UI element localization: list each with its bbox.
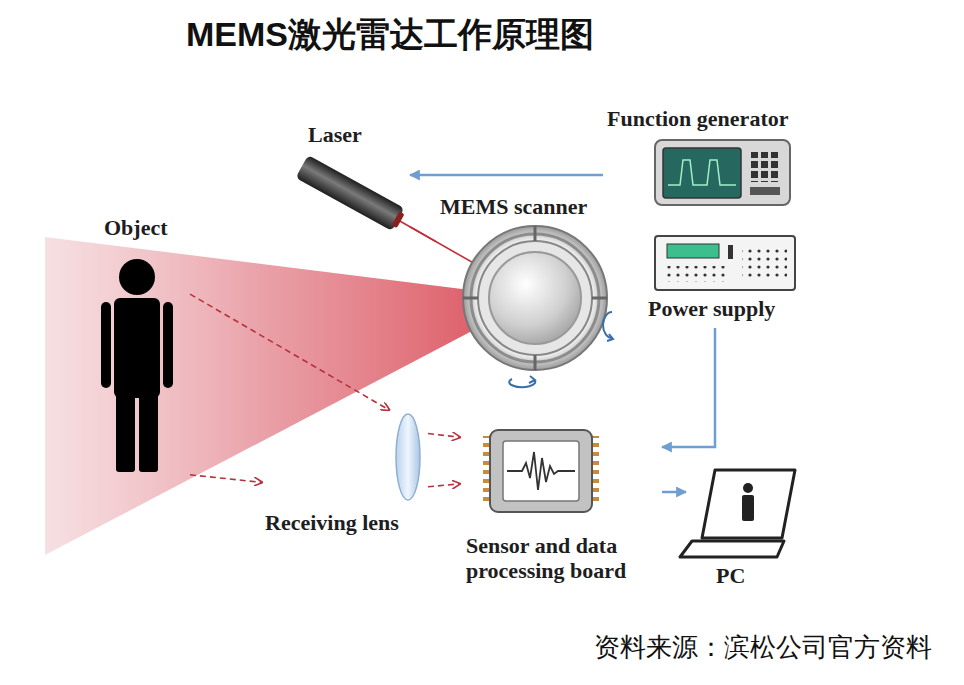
receiving-lens bbox=[396, 414, 420, 500]
mems-mirror bbox=[529, 376, 535, 383]
person-figure bbox=[116, 394, 135, 472]
laser-module bbox=[296, 155, 407, 233]
component-label: Function generator bbox=[607, 106, 788, 131]
receiving-lens bbox=[396, 414, 420, 500]
mems-mirror bbox=[534, 355, 537, 370]
mems-mirror bbox=[463, 226, 607, 370]
sensor-board bbox=[490, 430, 592, 512]
laptop-icon bbox=[742, 495, 754, 521]
mems-mirror bbox=[607, 334, 613, 341]
person-figure bbox=[101, 302, 111, 388]
receiving-lens-node: Receiving lens bbox=[262, 410, 428, 542]
power-supply-device bbox=[655, 236, 795, 290]
laser-module bbox=[296, 155, 407, 233]
mems-mirror bbox=[478, 241, 592, 355]
diagram-title: MEMS激光雷达工作原理图 bbox=[186, 12, 594, 58]
laptop-icon bbox=[743, 483, 753, 493]
reflected-light-arrow bbox=[428, 484, 460, 487]
mems-mirror bbox=[534, 226, 537, 241]
power-supply-device bbox=[742, 246, 787, 278]
laptop-icon bbox=[680, 470, 795, 557]
power-supply-node: Power supply bbox=[644, 230, 812, 328]
mems-scanner-node: MEMS scanner bbox=[436, 192, 626, 390]
component-label: Sensor and data processing board bbox=[466, 533, 658, 584]
laser-module bbox=[392, 211, 405, 228]
power-supply-device bbox=[728, 245, 733, 259]
pc-node: PC bbox=[686, 462, 796, 594]
function-generator-device bbox=[655, 140, 790, 205]
laser-node: Laser bbox=[290, 118, 410, 235]
person-figure bbox=[114, 298, 160, 398]
sensor-board bbox=[483, 430, 599, 512]
mems-mirror bbox=[603, 312, 612, 338]
laser-fan bbox=[45, 237, 535, 555]
mems-mirror bbox=[463, 226, 613, 387]
component-label: PC bbox=[716, 563, 745, 588]
person-figure bbox=[139, 394, 158, 472]
function-generator-device bbox=[663, 148, 741, 198]
power-supply-device bbox=[667, 244, 719, 258]
component-label: Power supply bbox=[648, 296, 775, 321]
laptop-icon bbox=[680, 541, 784, 557]
mems-mirror bbox=[463, 297, 478, 300]
power-supply-device bbox=[667, 266, 729, 282]
power-supply-device bbox=[655, 236, 795, 290]
mems-mirror bbox=[489, 252, 581, 344]
reflected-light-arrow bbox=[190, 294, 389, 410]
component-label: MEMS scanner bbox=[440, 194, 587, 219]
component-label: Receiving lens bbox=[265, 510, 399, 535]
sensor-board-node: Sensor and data processing board bbox=[460, 425, 662, 595]
mems-mirror bbox=[471, 234, 599, 362]
function-generator-device bbox=[668, 160, 736, 185]
reflected-light-arrow bbox=[190, 475, 262, 483]
laptop-icon bbox=[702, 470, 795, 538]
person-figure bbox=[119, 259, 155, 295]
person-figure bbox=[163, 302, 173, 388]
function-generator-device bbox=[750, 152, 780, 182]
person-figure bbox=[101, 259, 173, 472]
source-caption: 资料来源：滨松公司官方资料 bbox=[594, 630, 932, 665]
mems-mirror bbox=[509, 379, 535, 387]
reflected-light-arrow bbox=[428, 434, 460, 438]
object-node: Object bbox=[88, 213, 190, 478]
function-generator-device bbox=[750, 187, 780, 195]
laser-module bbox=[296, 155, 405, 231]
signal-arrow bbox=[662, 328, 715, 447]
function-generator-device bbox=[655, 140, 790, 205]
sensor-board bbox=[503, 441, 579, 501]
laser-beam-line bbox=[410, 227, 436, 242]
signal-arrow bbox=[410, 174, 603, 177]
component-label: Laser bbox=[308, 122, 362, 147]
component-label: Object bbox=[104, 215, 168, 240]
function-generator-node: Function generator bbox=[603, 104, 837, 210]
mems-mirror bbox=[592, 297, 607, 300]
signal-arrow bbox=[662, 491, 686, 494]
sensor-board bbox=[507, 452, 575, 490]
laser-fan bbox=[45, 237, 535, 555]
